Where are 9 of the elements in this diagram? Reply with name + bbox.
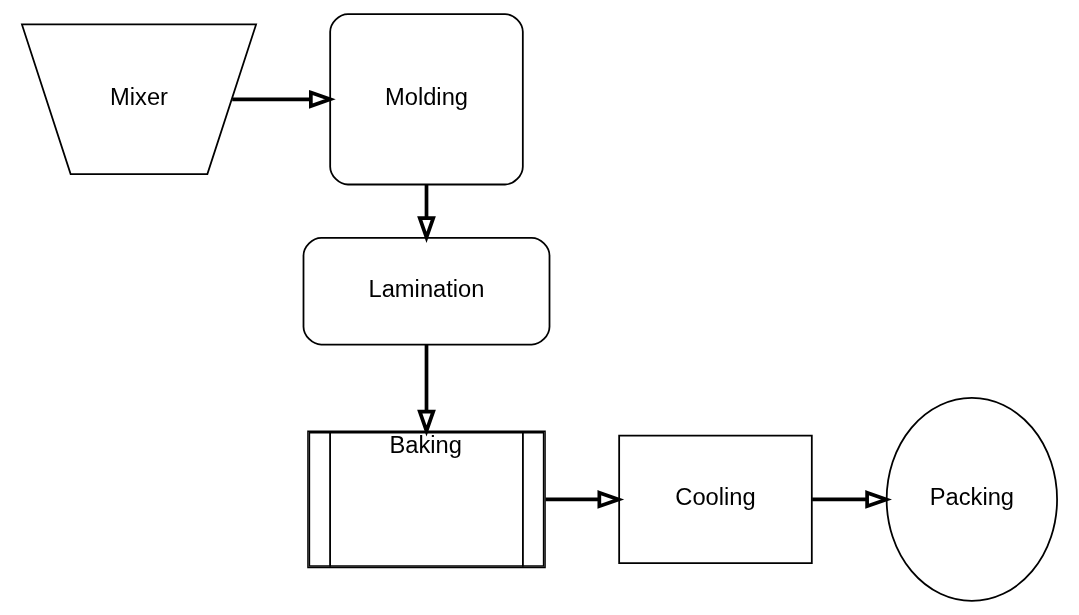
node-box: Molding [329,13,524,186]
node-box: Cooling [618,434,813,565]
node-ellipse: Packing [885,397,1058,602]
arrow [812,490,892,509]
arrow [545,490,625,509]
arrow [232,89,336,109]
arrow [417,345,436,437]
node-box: Lamination [302,236,551,346]
arrow [417,184,436,244]
